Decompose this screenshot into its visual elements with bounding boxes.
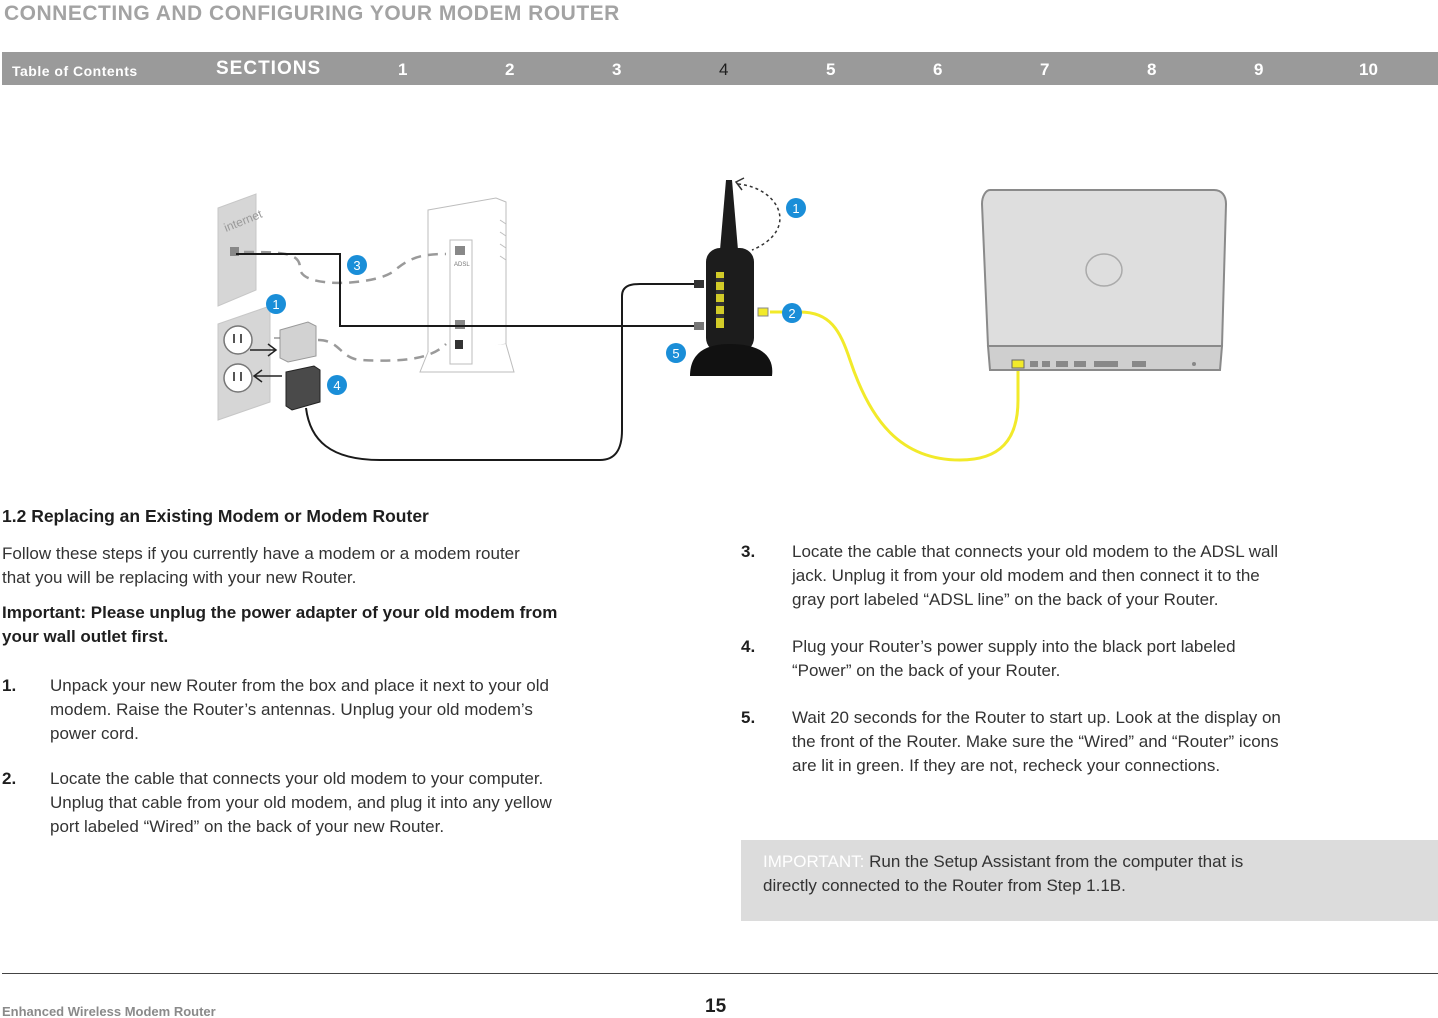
important-label: IMPORTANT: [763,852,865,871]
laptop-computer [980,189,1228,371]
old-power-cable [317,338,447,362]
important-text: Run the Setup Assistant from the compute… [864,852,1244,871]
svg-text:4: 4 [333,378,340,393]
section-nav-bar: Table of Contents SECTIONS 1 2 3 4 5 6 7… [2,52,1438,85]
important-unplug-note: Important: Please unplug the power adapt… [2,603,558,646]
arrow-up-icon [734,177,745,191]
svg-text:1: 1 [792,201,799,216]
callout-1-antenna: 1 [786,198,806,218]
callout-4-adapter: 4 [327,375,347,395]
important-text-2: directly connected to the Router from St… [763,876,1126,895]
old-modem: ADSL [419,197,515,373]
section-link-8[interactable]: 8 [1147,60,1157,79]
section-link-5[interactable]: 5 [826,60,836,79]
page-title: CONNECTING AND CONFIGURING YOUR MODEM RO… [4,2,620,25]
svg-text:3: 3 [353,258,360,273]
old-adsl-cable [243,250,447,285]
table-of-contents-link[interactable]: Table of Contents [12,63,138,79]
antenna-raise-arc [737,183,781,251]
section-link-10[interactable]: 10 [1359,60,1378,79]
section-link-3[interactable]: 3 [612,60,622,79]
callout-1-outlet: 1 [266,294,286,314]
callout-3-adsl: 3 [347,255,367,275]
new-router [690,177,781,376]
arrow-left-icon [252,369,282,383]
footer-divider [2,973,1438,974]
svg-text:5: 5 [672,346,679,361]
footer-product-name: Enhanced Wireless Modem Router [2,1004,216,1018]
step-2: 2. Locate the cable that connects your o… [2,769,552,836]
section-link-7[interactable]: 7 [1040,60,1050,79]
step-3: 3. Locate the cable that connects your o… [741,542,1279,609]
connection-diagram: internet ADSL [217,177,1228,462]
important-callout-box: IMPORTANT: Run the Setup Assistant from … [741,840,1438,921]
section-link-6[interactable]: 6 [933,60,943,79]
page-number: 15 [705,996,727,1017]
section-link-2[interactable]: 2 [505,60,515,79]
section-link-9[interactable]: 9 [1254,60,1264,79]
arrow-right-icon [250,343,278,357]
section-link-1[interactable]: 1 [398,60,408,79]
power-cable [305,283,694,461]
callout-2-yellow-port: 2 [782,303,802,323]
svg-text:1: 1 [272,297,279,312]
ethernet-cable [770,310,1020,462]
wall-internet-jack: internet [217,193,265,307]
section-heading: 1.2 Replacing an Existing Modem or Modem… [2,506,429,526]
old-modem-power-adapter [250,321,317,363]
power-outlet [217,305,271,421]
svg-text:2: 2 [788,306,795,321]
step-4: 4. Plug your Router’s power supply into … [741,637,1236,680]
step-5: 5. Wait 20 seconds for the Router to sta… [741,708,1281,775]
modem-port-label: ADSL [454,262,470,268]
router-power-adapter [252,365,321,411]
callout-5-router: 5 [666,343,686,363]
adsl-cable [236,253,700,327]
sections-label: SECTIONS [216,58,322,79]
section-link-4[interactable]: 4 [719,60,729,79]
phone-jack-icon [230,247,239,256]
step-1: 1. Unpack your new Router from the box a… [2,676,549,743]
intro-paragraph: Follow these steps if you currently have… [2,544,520,587]
